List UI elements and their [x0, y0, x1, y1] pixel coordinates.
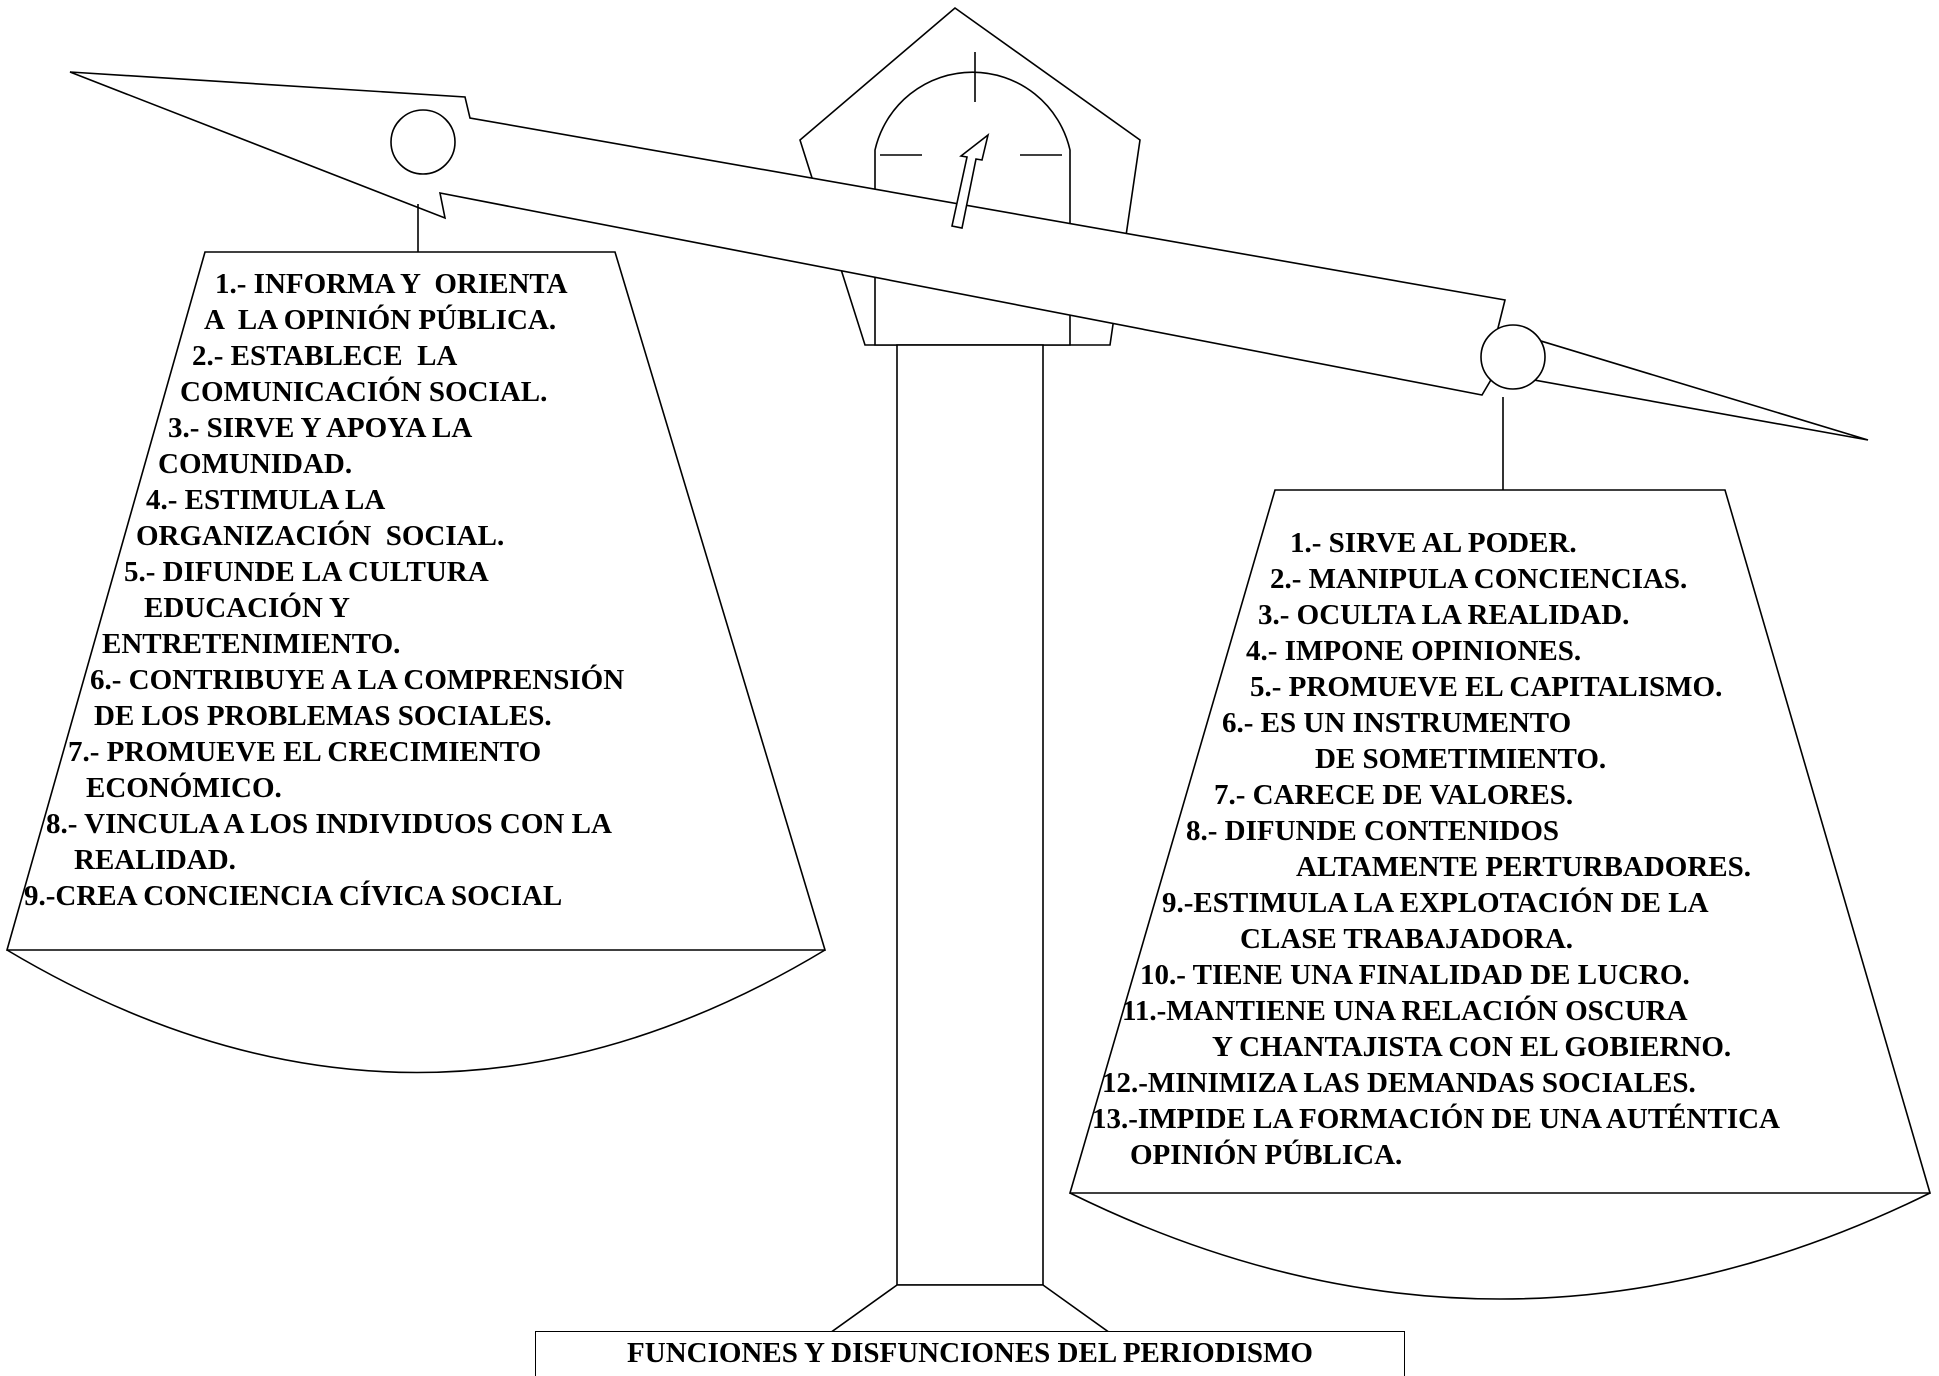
disfuncion-line: 1.- SIRVE AL PODER. — [1290, 527, 1577, 559]
disfuncion-line: 12.-MINIMIZA LAS DEMANDAS SOCIALES. — [1102, 1067, 1696, 1099]
funcion-line: A LA OPINIÓN PÚBLICA. — [204, 304, 557, 336]
disfuncion-line: 11.-MANTIENE UNA RELACIÓN OSCURA — [1122, 995, 1688, 1027]
diagram-title: FUNCIONES Y DISFUNCIONES DEL PERIODISMO — [535, 1331, 1405, 1376]
funcion-line: DE LOS PROBLEMAS SOCIALES. — [94, 700, 552, 732]
funcion-line: COMUNICACIÓN SOCIAL. — [180, 376, 548, 408]
funcion-line: ORGANIZACIÓN SOCIAL. — [136, 520, 505, 552]
funcion-line: 5.- DIFUNDE LA CULTURA — [124, 556, 489, 588]
disfuncion-line: DE SOMETIMIENTO. — [1315, 743, 1607, 775]
right-hanger-ring — [1480, 324, 1546, 390]
funcion-line: 9.-CREA CONCIENCIA CÍVICA SOCIAL — [24, 880, 563, 912]
disfuncion-line: OPINIÓN PÚBLICA. — [1130, 1139, 1403, 1171]
disfuncion-line: 9.-ESTIMULA LA EXPLOTACIÓN DE LA — [1162, 887, 1709, 919]
right-pan-bowl — [1069, 1192, 1931, 1300]
funcion-line: COMUNIDAD. — [158, 448, 353, 480]
funcion-line: REALIDAD. — [74, 844, 236, 876]
disfuncion-line: 5.- PROMUEVE EL CAPITALISMO. — [1250, 671, 1723, 703]
scale-beam — [69, 71, 1869, 441]
left-hanger-ring — [390, 109, 456, 175]
funcion-line: 6.- CONTRIBUYE A LA COMPRENSIÓN — [90, 664, 625, 696]
disfuncion-line: 2.- MANIPULA CONCIENCIAS. — [1270, 563, 1688, 595]
funcion-line: 4.- ESTIMULA LA — [146, 484, 386, 516]
disfuncion-line: ALTAMENTE PERTURBADORES. — [1296, 851, 1752, 883]
funcion-line: EDUCACIÓN Y — [144, 592, 350, 624]
disfuncion-line: 10.- TIENE UNA FINALIDAD DE LUCRO. — [1140, 959, 1690, 991]
dial-pointer-arrow — [951, 132, 990, 229]
funcion-line: 3.- SIRVE Y APOYA LA — [168, 412, 473, 444]
disfuncion-line: Y CHANTAJISTA CON EL GOBIERNO. — [1212, 1031, 1732, 1063]
scale-pillar — [896, 344, 1044, 1286]
disfuncion-line: CLASE TRABAJADORA. — [1240, 923, 1574, 955]
disfuncion-line: 6.- ES UN INSTRUMENTO — [1222, 707, 1572, 739]
funcion-line: 7.- PROMUEVE EL CRECIMIENTO — [68, 736, 542, 768]
disfuncion-line: 13.-IMPIDE LA FORMACIÓN DE UNA AUTÉNTICA — [1092, 1103, 1780, 1135]
funcion-line: 8.- VINCULA A LOS INDIVIDUOS CON LA — [46, 808, 612, 840]
disfuncion-line: 7.- CARECE DE VALORES. — [1214, 779, 1574, 811]
funcion-line: ECONÓMICO. — [86, 772, 282, 804]
scale-base — [827, 1284, 1113, 1334]
funcion-line: 2.- ESTABLECE LA — [192, 340, 458, 372]
funcion-line: ENTRETENIMIENTO. — [102, 628, 401, 660]
disfuncion-line: 8.- DIFUNDE CONTENIDOS — [1186, 815, 1560, 847]
disfuncion-line: 4.- IMPONE OPINIONES. — [1246, 635, 1582, 667]
left-pan-bowl — [6, 949, 826, 1074]
disfuncion-line: 3.- OCULTA LA REALIDAD. — [1258, 599, 1630, 631]
funcion-line: 1.- INFORMA Y ORIENTA — [215, 268, 568, 300]
